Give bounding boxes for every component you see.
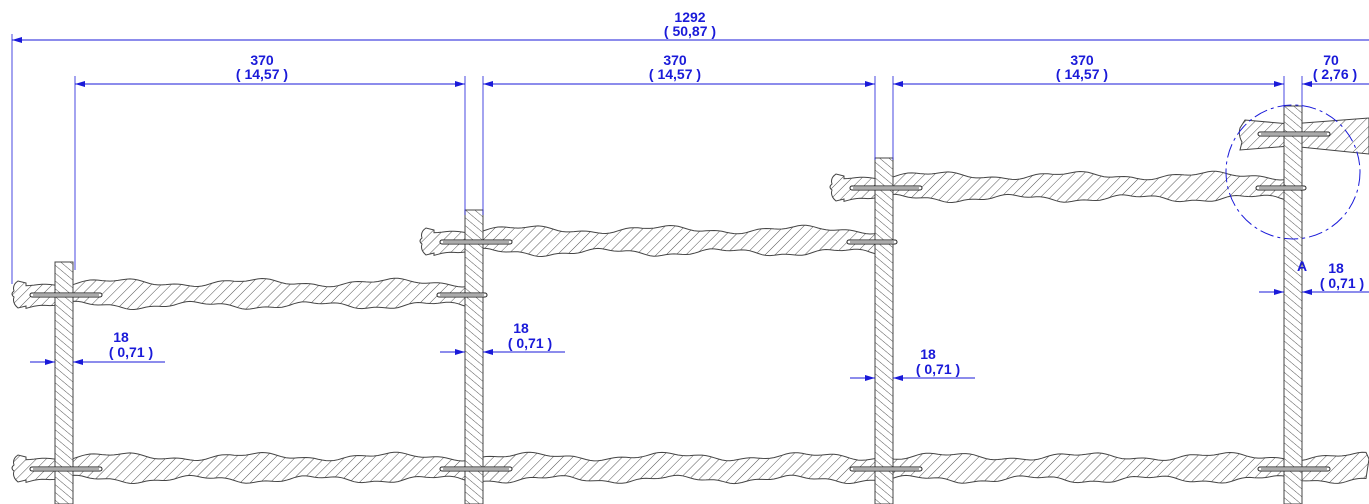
- overall-dimension-mm: 1292: [674, 9, 705, 25]
- post-2: [464, 209, 484, 504]
- overhang-dimension-in: ( 2,76 ): [1313, 66, 1357, 82]
- post-1-dimension-in: ( 0,71 ): [109, 344, 153, 360]
- overhang-dimension-mm: 70: [1323, 52, 1339, 68]
- detail-circle: [1225, 104, 1361, 240]
- post-1-dimension-mm: 18: [113, 329, 129, 345]
- screw: [1257, 131, 1331, 137]
- screw: [439, 239, 513, 245]
- screw: [439, 466, 513, 472]
- screw: [1257, 466, 1331, 472]
- post-4: [1283, 105, 1303, 504]
- post-4-dimension-in: ( 0,71 ): [1320, 275, 1364, 291]
- post-4-dimension-mm: 18: [1328, 260, 1344, 276]
- bay-1-dimension-mm: 370: [250, 52, 274, 68]
- dimension-labels: 1292 ( 50,87 ) 370 ( 14,57 ) 370 ( 14,57…: [109, 9, 1364, 377]
- screw: [846, 239, 898, 245]
- screw: [29, 466, 103, 472]
- post-2-dimension-in: ( 0,71 ): [508, 335, 552, 351]
- extension-lines: [11, 34, 1303, 284]
- bay-2-dimension-mm: 370: [663, 52, 687, 68]
- bay-3-dimension-mm: 370: [1070, 52, 1094, 68]
- detail-label: A: [1297, 258, 1307, 274]
- screw: [436, 292, 488, 298]
- detail-callout: A: [1225, 104, 1361, 274]
- dimension-lines: [12, 37, 1369, 381]
- screws: [29, 131, 1331, 472]
- shelf-base: [11, 451, 1369, 485]
- screw: [849, 466, 923, 472]
- screw: [1255, 185, 1307, 191]
- bay-3-dimension-in: ( 14,57 ): [1056, 66, 1108, 82]
- shelf-profiles: [11, 117, 1369, 485]
- post-3-dimension-mm: 18: [920, 346, 936, 362]
- post-2-dimension-mm: 18: [513, 320, 529, 336]
- screw: [29, 292, 103, 298]
- post-3-dimension-in: ( 0,71 ): [916, 361, 960, 377]
- post-3: [874, 157, 894, 504]
- screw: [849, 185, 923, 191]
- bay-1-dimension-in: ( 14,57 ): [236, 66, 288, 82]
- bay-2-dimension-in: ( 14,57 ): [649, 66, 701, 82]
- post-1: [54, 261, 74, 504]
- overall-dimension-in: ( 50,87 ): [664, 23, 716, 39]
